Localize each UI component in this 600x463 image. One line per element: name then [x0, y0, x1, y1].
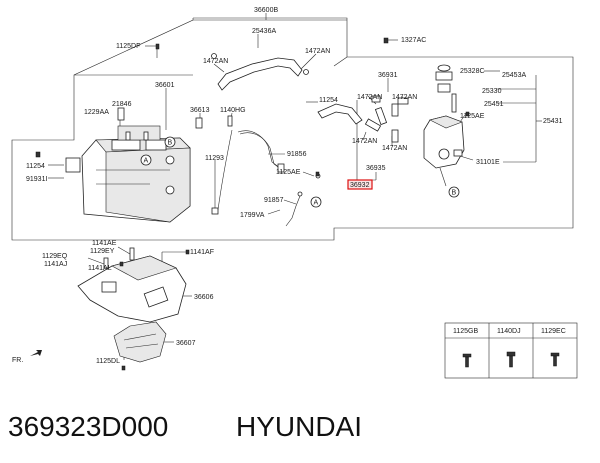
- front-arrow-icon: [30, 350, 42, 356]
- table-header-1129ec: 1129EC: [541, 328, 566, 335]
- upper-coolant-hose: [211, 53, 309, 91]
- fasteners: [35, 37, 470, 371]
- label-1129ey: 1129EY: [90, 248, 115, 255]
- label-1141al: 1141AL: [88, 265, 112, 272]
- callout-a-2: A: [314, 200, 319, 207]
- label-36600b: 36600B: [254, 7, 278, 14]
- table-header-1125gb: 1125GB: [453, 328, 478, 335]
- label-1141ae: 1141AE: [92, 240, 117, 247]
- label-25330: 25330: [482, 88, 502, 95]
- coolant-hoses: [317, 95, 409, 143]
- label-36935: 36935: [366, 165, 386, 172]
- part-number: 369323D000: [8, 411, 168, 442]
- label-1125df: 1125DF: [116, 43, 140, 50]
- label-36931: 36931: [378, 72, 398, 79]
- callout-circles: [140, 136, 460, 208]
- label-1125ae-b: 1125AE: [460, 113, 485, 120]
- label-11254-b: 11254: [319, 97, 338, 104]
- label-1799va: 1799VA: [240, 212, 265, 219]
- table-header-1140dj: 1140DJ: [497, 328, 521, 335]
- label-1472an-c: 1472AN: [357, 94, 382, 101]
- lower-bracket: [77, 247, 187, 323]
- front-direction-marker: FR.: [12, 350, 42, 364]
- label-36932: 36932: [350, 182, 370, 189]
- inverter-housing: [65, 107, 233, 223]
- bolt-icon-1129ec: [550, 352, 560, 367]
- label-91931i: 91931I: [26, 176, 47, 183]
- label-91857: 91857: [264, 197, 284, 204]
- label-36601: 36601: [155, 82, 175, 89]
- label-1229aa: 1229AA: [84, 109, 109, 116]
- label-1140hg: 1140HG: [220, 107, 246, 114]
- assembly-frame: [11, 17, 574, 241]
- label-1327ac: 1327AC: [401, 37, 426, 44]
- label-31101e: 31101E: [476, 159, 500, 166]
- label-25453a: 25453A: [502, 72, 526, 79]
- label-1472an-f: 1472AN: [382, 145, 407, 152]
- label-25431: 25431: [543, 118, 563, 125]
- label-1472an-d: 1472AN: [392, 94, 417, 101]
- fr-label: FR.: [12, 357, 23, 364]
- label-91856: 91856: [287, 151, 307, 158]
- callout-b-1: B: [168, 140, 173, 147]
- callout-b-2: B: [452, 190, 457, 197]
- lower-shield: [113, 321, 167, 363]
- bolt-icon-1125gb: [462, 353, 472, 368]
- label-1472an-b: 1472AN: [305, 48, 330, 55]
- callout-a-1: A: [144, 158, 149, 165]
- label-36607: 36607: [176, 340, 196, 347]
- reservoir-tank: [423, 64, 465, 187]
- label-1125dl: 1125DL: [96, 358, 120, 365]
- label-1141aj: 1141AJ: [44, 261, 67, 268]
- part-labels: 36600B 1125DF 25436A 1472AN 1472AN 1327A…: [26, 7, 563, 365]
- label-1129eq: 1129EQ: [42, 253, 68, 260]
- wiring-harness: [217, 129, 321, 227]
- label-1472an-a: 1472AN: [203, 58, 228, 65]
- label-25436a: 25436A: [252, 28, 276, 35]
- brand-name: HYUNDAI: [236, 411, 362, 442]
- label-1141af: 1141AF: [190, 249, 214, 256]
- label-21846: 21846: [112, 101, 132, 108]
- label-1472an-e: 1472AN: [352, 138, 377, 145]
- bolt-icon-1140dj: [506, 351, 516, 368]
- label-36613: 36613: [190, 107, 210, 114]
- fastener-table: 1125GB 1140DJ 1129EC: [444, 322, 578, 379]
- label-11293: 11293: [205, 155, 224, 162]
- label-1125ae-a: 1125AE: [276, 169, 301, 176]
- label-25328c: 25328C: [460, 68, 485, 75]
- label-36606: 36606: [194, 294, 214, 301]
- label-25451: 25451: [484, 101, 504, 108]
- highlight-36932: [347, 179, 373, 190]
- label-11254-a: 11254: [26, 163, 45, 170]
